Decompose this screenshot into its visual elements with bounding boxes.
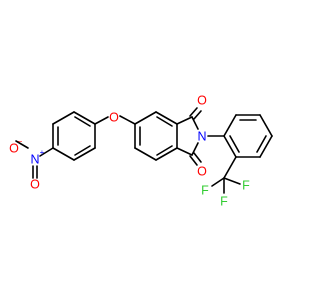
nitro-n-label: N (30, 152, 39, 166)
carbonyl-o-top-label: O (197, 93, 207, 107)
bond (155, 147, 178, 161)
bond (134, 147, 157, 161)
fluorine-right-label: F (242, 178, 250, 192)
bond (191, 116, 199, 130)
ether-linkage (94, 115, 136, 125)
carbonyl-o-bottom-label: O (197, 164, 207, 178)
bond (259, 114, 273, 137)
nitro-group (15, 140, 54, 179)
ether-o-label: O (109, 110, 119, 124)
isoindole-benzene-ring (134, 111, 178, 161)
bond (134, 111, 157, 125)
bond (119, 115, 136, 125)
molecule-structure-diagram: N + O − O O O O N F F F (9, 93, 273, 208)
imide-n-label: N (197, 129, 206, 143)
bond (223, 177, 241, 185)
aromatic-double-bond (74, 145, 91, 156)
bond (52, 147, 75, 161)
nitro-o-top-label: O (9, 141, 19, 155)
bond (73, 147, 96, 161)
bond (73, 111, 96, 125)
nitro-o-top-charge: − (18, 137, 23, 146)
trifluoromethyl-group (211, 156, 241, 194)
aromatic-double-bond (156, 116, 173, 127)
aromatic-double-bond (256, 135, 267, 153)
bond (15, 140, 29, 149)
double-bond (193, 110, 202, 120)
bond (223, 114, 237, 137)
double-bond (189, 107, 198, 117)
nitro-o-bottom-label: O (30, 177, 40, 191)
aromatic-double-bond (229, 135, 240, 153)
bond (39, 147, 54, 157)
bond (176, 116, 193, 125)
bond (211, 177, 225, 187)
bond (191, 142, 199, 156)
bond (223, 135, 237, 158)
fluorine-middle-label: F (220, 194, 228, 208)
imide-ring (176, 107, 202, 166)
bond (94, 116, 109, 125)
double-bond (189, 155, 198, 166)
n-aryl-ring (207, 114, 273, 158)
nitro-n-charge: + (40, 148, 45, 157)
double-bond (193, 152, 202, 163)
bond (155, 111, 178, 125)
bond (259, 135, 273, 158)
aromatic-double-bond (74, 116, 91, 127)
fluorine-left-label: F (201, 183, 209, 197)
bond (176, 147, 193, 156)
bond (52, 111, 75, 125)
aromatic-double-bond (156, 145, 173, 156)
nitrophenyl-ring (52, 111, 96, 161)
bond (223, 156, 237, 179)
